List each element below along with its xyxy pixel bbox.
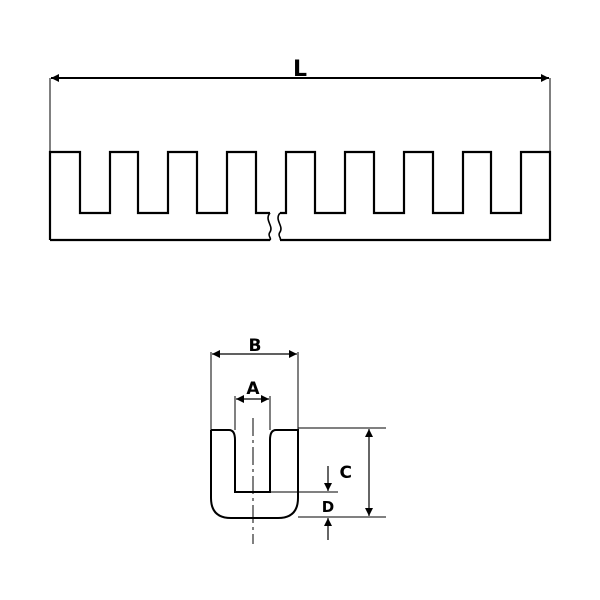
break-line-right bbox=[277, 212, 282, 241]
u-section-view: B A C D bbox=[210, 336, 386, 544]
u-profile-outline bbox=[210, 429, 299, 519]
comb-outline bbox=[48, 150, 552, 242]
base-thickness-label: D bbox=[322, 498, 334, 516]
comb-strip-view: L bbox=[48, 57, 552, 242]
slot-width-label: A bbox=[246, 379, 260, 399]
length-label: L bbox=[293, 57, 307, 82]
width-label: B bbox=[249, 336, 262, 356]
break-line-left bbox=[267, 212, 272, 241]
height-label: C bbox=[340, 463, 352, 483]
